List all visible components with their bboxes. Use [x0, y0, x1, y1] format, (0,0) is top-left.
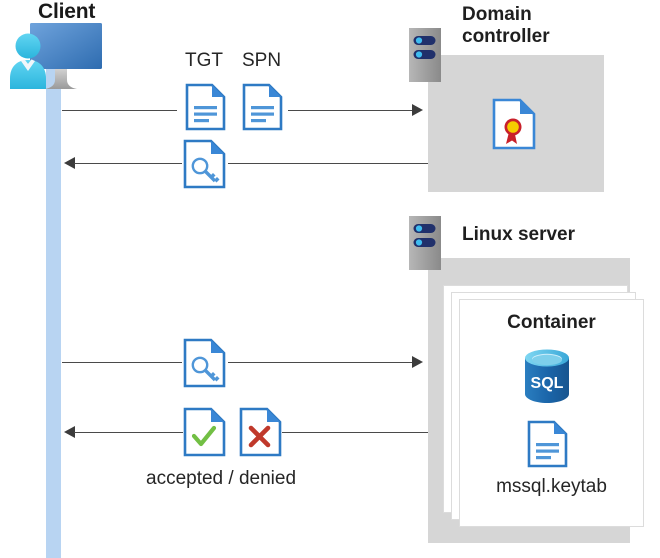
- keytab-caption: mssql.keytab: [496, 476, 607, 497]
- client-lifeline: [46, 60, 61, 558]
- flow-4-arrowhead: [64, 425, 75, 438]
- linux-server-title: Linux server: [462, 224, 575, 245]
- keytab-document-icon: [527, 420, 568, 468]
- flow-4-line-right: [282, 432, 428, 433]
- spn-document-icon: [242, 83, 283, 131]
- tgt-document-icon: [185, 83, 226, 131]
- flow-2-line-left: [74, 163, 182, 164]
- flow-1-line-left: [62, 110, 177, 111]
- container-title: Container: [507, 312, 596, 333]
- accepted-denied-caption: accepted / denied: [146, 468, 297, 489]
- tgt-caption: TGT: [185, 50, 223, 71]
- server-rack-icon: [409, 216, 441, 270]
- client-label: Client: [38, 0, 96, 23]
- sql-database-icon: SQL: [521, 348, 573, 404]
- flow-1-arrowhead: [412, 103, 423, 116]
- flow-3-line-right: [228, 362, 413, 363]
- flow-4-line-left: [74, 432, 183, 433]
- key-document-icon: [183, 338, 226, 388]
- container-card-front: [459, 299, 644, 527]
- spn-caption: SPN: [242, 50, 282, 71]
- flow-3-line-left: [62, 362, 182, 363]
- flow-2-arrowhead: [64, 156, 75, 169]
- certificate-document-icon: [492, 98, 536, 150]
- denied-cross-document-icon: [239, 407, 282, 457]
- client-computer-user-icon: [8, 22, 112, 94]
- flow-1-line-right: [288, 110, 413, 111]
- flow-3-arrowhead: [412, 355, 423, 368]
- domain-controller-title: Domain controller: [462, 4, 550, 48]
- accepted-check-document-icon: [183, 407, 226, 457]
- key-document-icon: [183, 139, 226, 189]
- server-rack-icon: [409, 28, 441, 82]
- svg-text:SQL: SQL: [531, 375, 564, 392]
- flow-2-line-right: [228, 163, 428, 164]
